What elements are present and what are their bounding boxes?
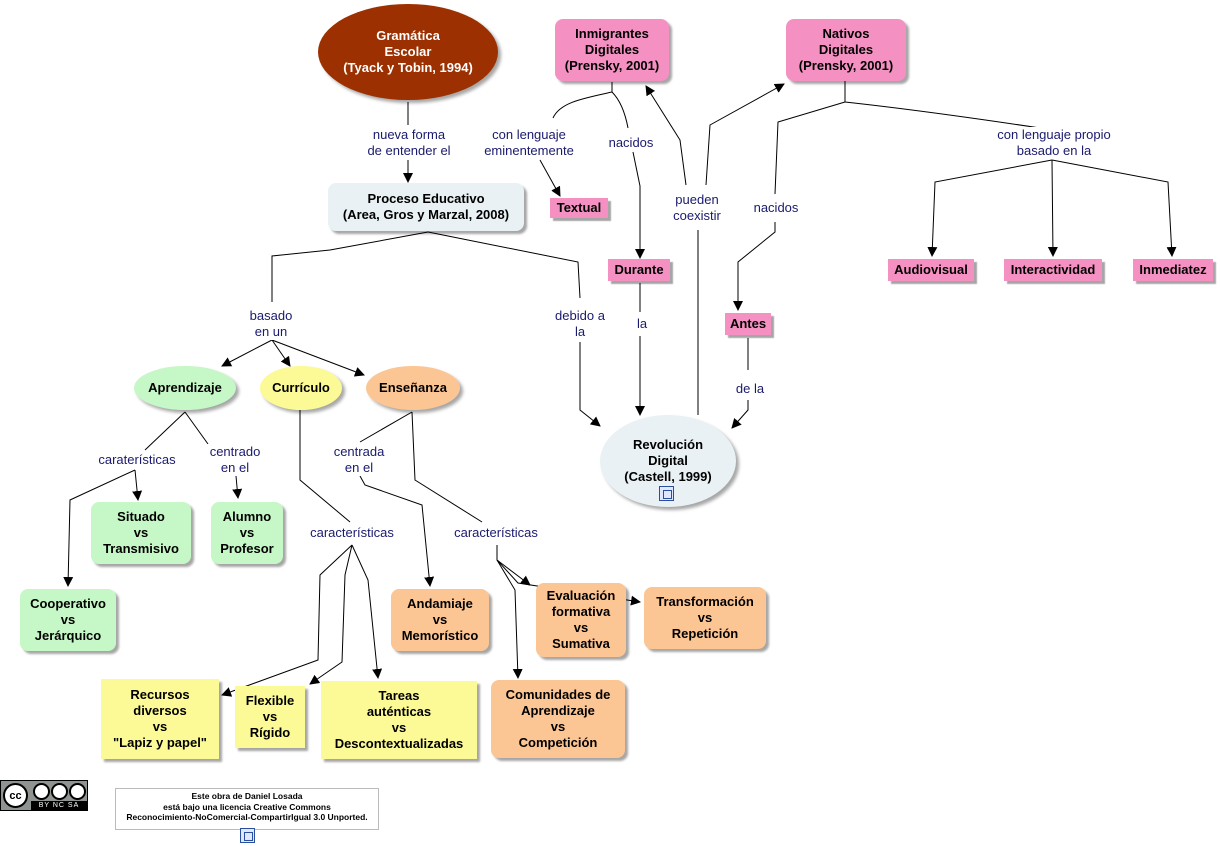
link-pueden-coexistir: pueden coexistir — [664, 192, 730, 224]
link-carateristicas: caraterísticas — [84, 452, 190, 468]
creative-commons-badge[interactable]: cc BY NC SA — [0, 780, 88, 811]
concept-aprendizaje[interactable]: Aprendizaje — [134, 366, 236, 410]
link-centrado-en-el: centrado en el — [198, 444, 272, 476]
link-nacidos-nativos: nacidos — [743, 200, 809, 216]
concept-ensenanza[interactable]: Enseñanza — [366, 366, 460, 410]
concept-recursos-lapiz[interactable]: Recursos diversos vs "Lapiz y papel" — [101, 679, 219, 759]
sa-icon — [69, 783, 86, 800]
concept-textual[interactable]: Textual — [550, 198, 608, 218]
link-centrada-en-el: centrada en el — [322, 444, 396, 476]
concept-inmigrantes-digitales[interactable]: Inmigrantes Digitales (Prensky, 2001) — [555, 19, 669, 81]
concept-durante[interactable]: Durante — [608, 259, 670, 281]
link-de-la: de la — [728, 381, 772, 397]
by-icon — [33, 783, 50, 800]
concept-situado-transmisivo[interactable]: Situado vs Transmisivo — [91, 502, 191, 564]
concept-tareas-descontextualizadas[interactable]: Tareas auténticas vs Descontextualizadas — [321, 681, 477, 759]
link-debido-a-la: debido a la — [546, 308, 614, 340]
concept-flexible-rigido[interactable]: Flexible vs Rígido — [235, 686, 305, 748]
concept-transformacion-repeticion[interactable]: Transformación vs Repetición — [644, 587, 766, 649]
concept-audiovisual[interactable]: Audiovisual — [888, 259, 974, 281]
link-con-lenguaje-eminentemente: con lenguaje eminentemente — [472, 127, 586, 159]
concept-cooperativo-jerarquico[interactable]: Cooperativo vs Jerárquico — [20, 589, 116, 651]
concept-andamiaje-memoristico[interactable]: Andamiaje vs Memorístico — [391, 589, 489, 651]
submap-icon[interactable] — [659, 486, 674, 501]
revolucion-label: Revolución Digital (Castell, 1999) — [624, 437, 712, 484]
concept-interactividad[interactable]: Interactividad — [1004, 259, 1102, 281]
link-caracteristicas-curriculo: características — [296, 525, 408, 541]
concept-alumno-profesor[interactable]: Alumno vs Profesor — [211, 502, 283, 564]
concept-comunidades-competicion[interactable]: Comunidades de Aprendizaje vs Competició… — [491, 680, 625, 758]
concept-nativos-digitales[interactable]: Nativos Digitales (Prensky, 2001) — [786, 19, 906, 81]
concept-proceso-educativo[interactable]: Proceso Educativo (Area, Gros y Marzal, … — [328, 183, 524, 231]
link-basado-en-un: basado en un — [240, 308, 302, 340]
document-icon[interactable] — [240, 828, 255, 843]
concept-gramatica-escolar[interactable]: Gramática Escolar (Tyack y Tobin, 1994) — [318, 4, 498, 100]
concept-curriculo[interactable]: Currículo — [260, 366, 342, 410]
license-notice: Este obra de Daniel Losada está bajo una… — [115, 788, 379, 830]
cc-mark: cc — [3, 783, 28, 808]
concept-evaluacion-sumativa[interactable]: Evaluación formativa vs Sumativa — [536, 583, 626, 657]
nc-icon — [51, 783, 68, 800]
cc-terms: BY NC SA — [31, 801, 87, 810]
concept-inmediatez[interactable]: Inmediatez — [1133, 259, 1213, 281]
link-caracteristicas-ensenanza: características — [440, 525, 552, 541]
concept-antes[interactable]: Antes — [725, 313, 771, 335]
link-nacidos-inmigrantes: nacidos — [598, 135, 664, 151]
link-la: la — [630, 316, 654, 332]
link-con-lenguaje-propio: con lenguaje propio basado en la — [978, 127, 1130, 159]
link-nueva-forma: nueva forma de entender el — [354, 127, 464, 159]
